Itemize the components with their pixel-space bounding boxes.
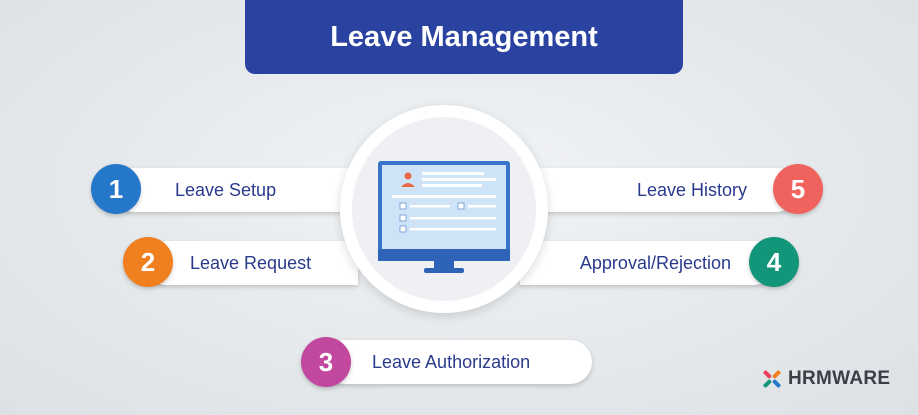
step-1-label: Leave Setup (175, 179, 277, 200)
step-2-label: Leave Request (190, 252, 312, 273)
step-3-pill: Leave Authorization (322, 340, 592, 384)
step-5-pill: Leave History (540, 168, 798, 212)
step-3-label: Leave Authorization (372, 351, 531, 372)
step-4-pill: Approval/Rejection (520, 241, 776, 285)
step-4-badge: 4 (749, 237, 799, 287)
logo-text: HRMWARE (788, 368, 891, 389)
step-2-pill: Leave Request (144, 241, 358, 285)
step-4-label: Approval/Rejection (579, 252, 731, 273)
hrmware-logo: HRMWARE (760, 366, 890, 392)
step-1-badge: 1 (91, 164, 141, 214)
hrmware-logo-icon (763, 370, 781, 388)
step-5-badge: 5 (773, 164, 823, 214)
step-1-pill: Leave Setup (112, 168, 348, 212)
center-hub-inner (352, 117, 536, 301)
step-2-badge: 2 (123, 237, 173, 287)
step-5-label: Leave History (636, 179, 747, 200)
monitor-form-icon (378, 161, 510, 273)
step-3-badge: 3 (301, 337, 351, 387)
page-title: Leave Management (245, 0, 683, 74)
center-hub (340, 105, 548, 313)
